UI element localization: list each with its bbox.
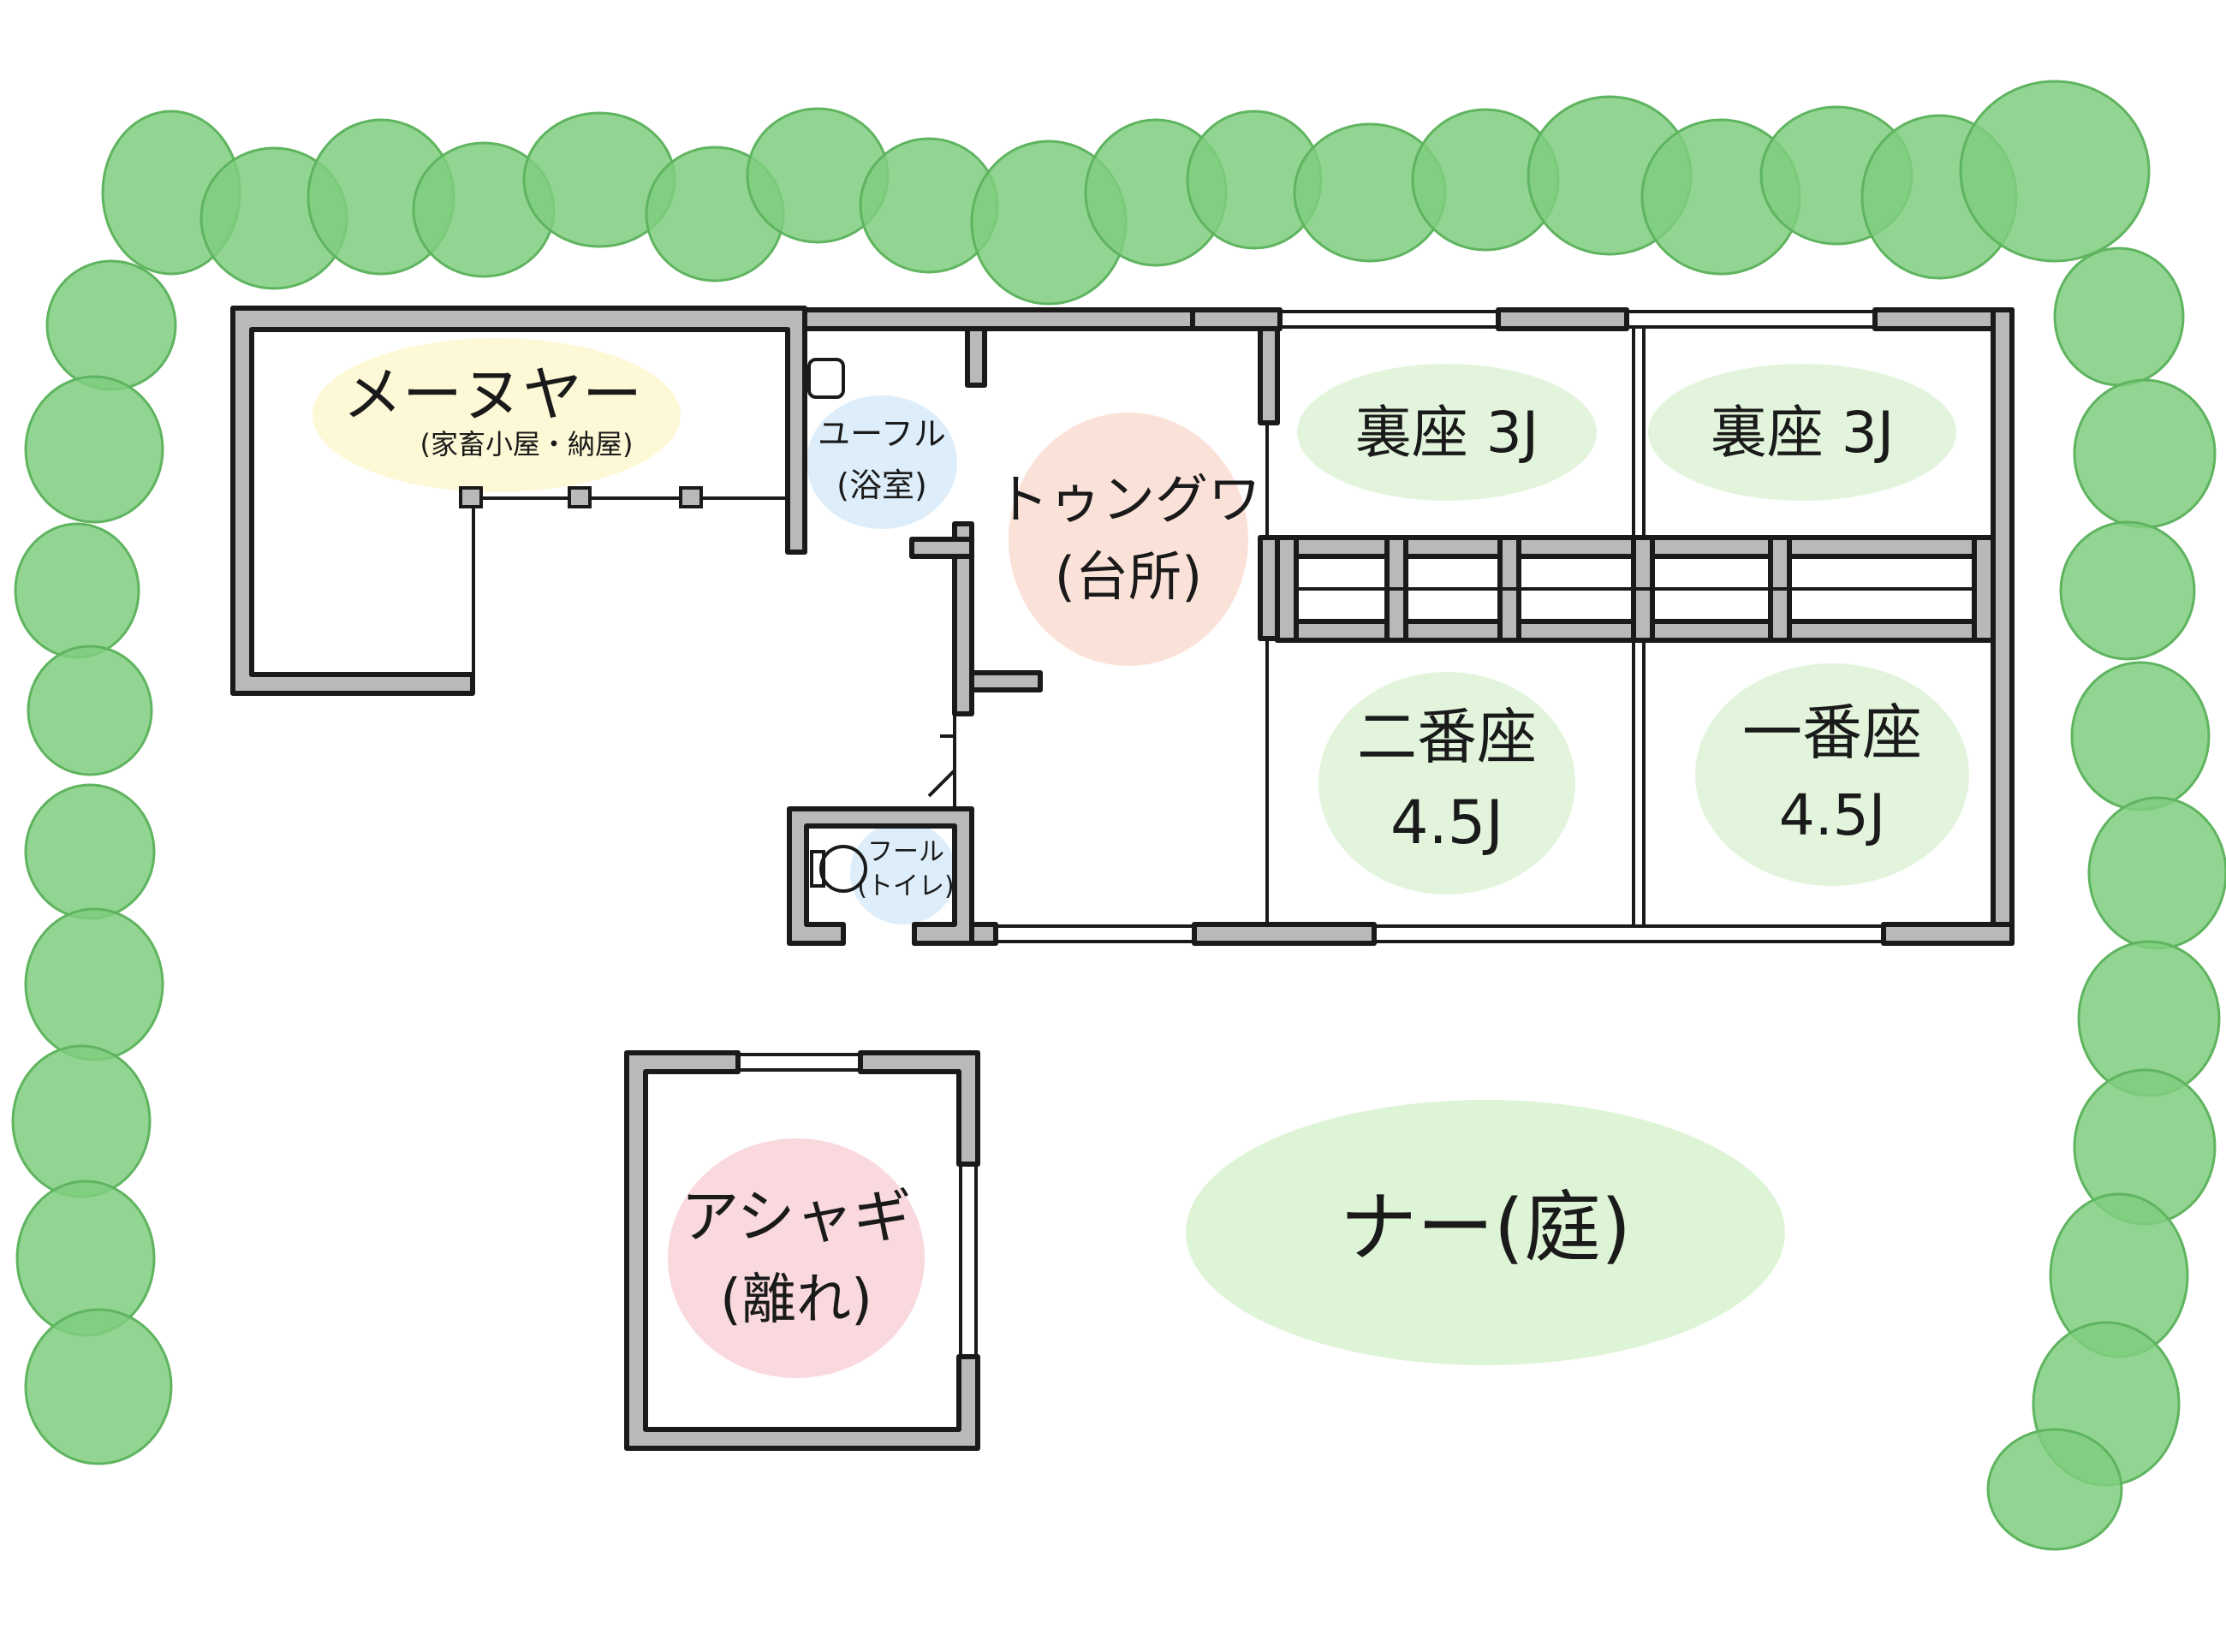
barn-posts <box>459 486 703 508</box>
kitchen-label: トゥングワ <box>996 468 1261 531</box>
tree-27 <box>24 1308 173 1465</box>
tree-37 <box>1986 1428 2123 1551</box>
bath-kitchen-wall-low <box>952 521 974 716</box>
house-top-wall-c <box>1496 307 1629 331</box>
bath-sublabel: (浴室) <box>836 466 927 504</box>
hedge-trees <box>11 80 2226 1551</box>
second-room-bubble <box>1318 672 1575 894</box>
tree-29 <box>2073 378 2217 529</box>
tree-20 <box>24 375 164 524</box>
second-room-label: 二番座 <box>1357 702 1537 772</box>
kitchen-rooms-wall-top <box>1258 326 1280 425</box>
tree-18 <box>1959 80 2151 263</box>
tree-21 <box>14 522 140 659</box>
room-divider-band-right-2 <box>1631 619 1996 643</box>
house-top-wall-b <box>1190 307 1283 331</box>
room-divider-band-left <box>1275 535 1640 559</box>
tree-31 <box>2070 661 2211 811</box>
back-room-1-label: 裏座 3J <box>1355 400 1539 466</box>
thin-lines <box>472 310 1974 1357</box>
kitchen-sublabel: (台所) <box>1055 545 1202 608</box>
bath-tub-icon <box>807 358 845 399</box>
fixtures <box>807 358 867 893</box>
barn-wall <box>230 306 807 696</box>
toilet-tank-icon <box>810 850 825 888</box>
tree-19 <box>45 259 177 391</box>
second-room-size: 4.5J <box>1390 787 1503 858</box>
first-room-size: 4.5J <box>1779 782 1885 848</box>
tree-22 <box>27 645 153 776</box>
back-room-2-bubble <box>1648 364 1956 501</box>
house-right-wall <box>1991 307 2015 946</box>
kitchen-stub-wall <box>969 670 1043 692</box>
annex-label: アシャギ <box>681 1184 911 1251</box>
first-room-bubble <box>1695 663 1969 886</box>
annex-bubble <box>668 1138 925 1378</box>
annex-wall-right <box>858 1050 980 1167</box>
bath-label: ユーフル <box>818 415 946 453</box>
toilet-label: フール <box>867 837 944 867</box>
room-divider-band-right <box>1631 535 1996 559</box>
tree-25 <box>11 1044 152 1198</box>
annex-wall <box>624 1050 980 1451</box>
house-bottom-wall-c <box>1881 922 2015 946</box>
bath-bubble <box>806 395 957 529</box>
label-bubbles <box>312 338 1969 1378</box>
room-divider-post-1 <box>1275 535 1299 643</box>
toilet-bubble <box>850 822 956 924</box>
toilet-sublabel: (トイレ) <box>857 871 954 901</box>
back-room-2-label: 裏座 3J <box>1711 400 1894 466</box>
bath-floor-wall <box>909 537 974 559</box>
garden-bubble <box>1186 1100 1785 1365</box>
barn-label: メーヌヤー <box>342 360 642 430</box>
bath-kitchen-wall <box>965 326 987 388</box>
toilet-bowl-icon <box>819 845 867 893</box>
toilet-wall <box>787 806 974 946</box>
tree-30 <box>2059 520 2196 661</box>
room-labels: メーヌヤー (家畜小屋・納屋) ユーフル (浴室) トゥングワ (台所) 裏座 … <box>342 360 1922 1332</box>
back-room-1-bubble <box>1297 364 1597 501</box>
room-divider-post-6 <box>1972 535 1996 643</box>
first-room-label: 一番座 <box>1742 698 1922 768</box>
kitchen-bubble <box>1009 413 1248 666</box>
barn-bubble <box>312 338 681 492</box>
walls <box>230 306 2015 1451</box>
tree-32 <box>2087 796 2226 950</box>
tree-24 <box>24 907 164 1061</box>
annex-sublabel: (離れ) <box>720 1269 872 1332</box>
tree-23 <box>24 783 156 920</box>
barn-sublabel: (家畜小屋・納屋) <box>420 428 634 461</box>
garden-label: ナー(庭) <box>1340 1183 1631 1273</box>
room-divider-band-left-2 <box>1275 619 1640 643</box>
house-bottom-wall-b <box>1192 922 1377 946</box>
tree-28 <box>2053 247 2185 387</box>
